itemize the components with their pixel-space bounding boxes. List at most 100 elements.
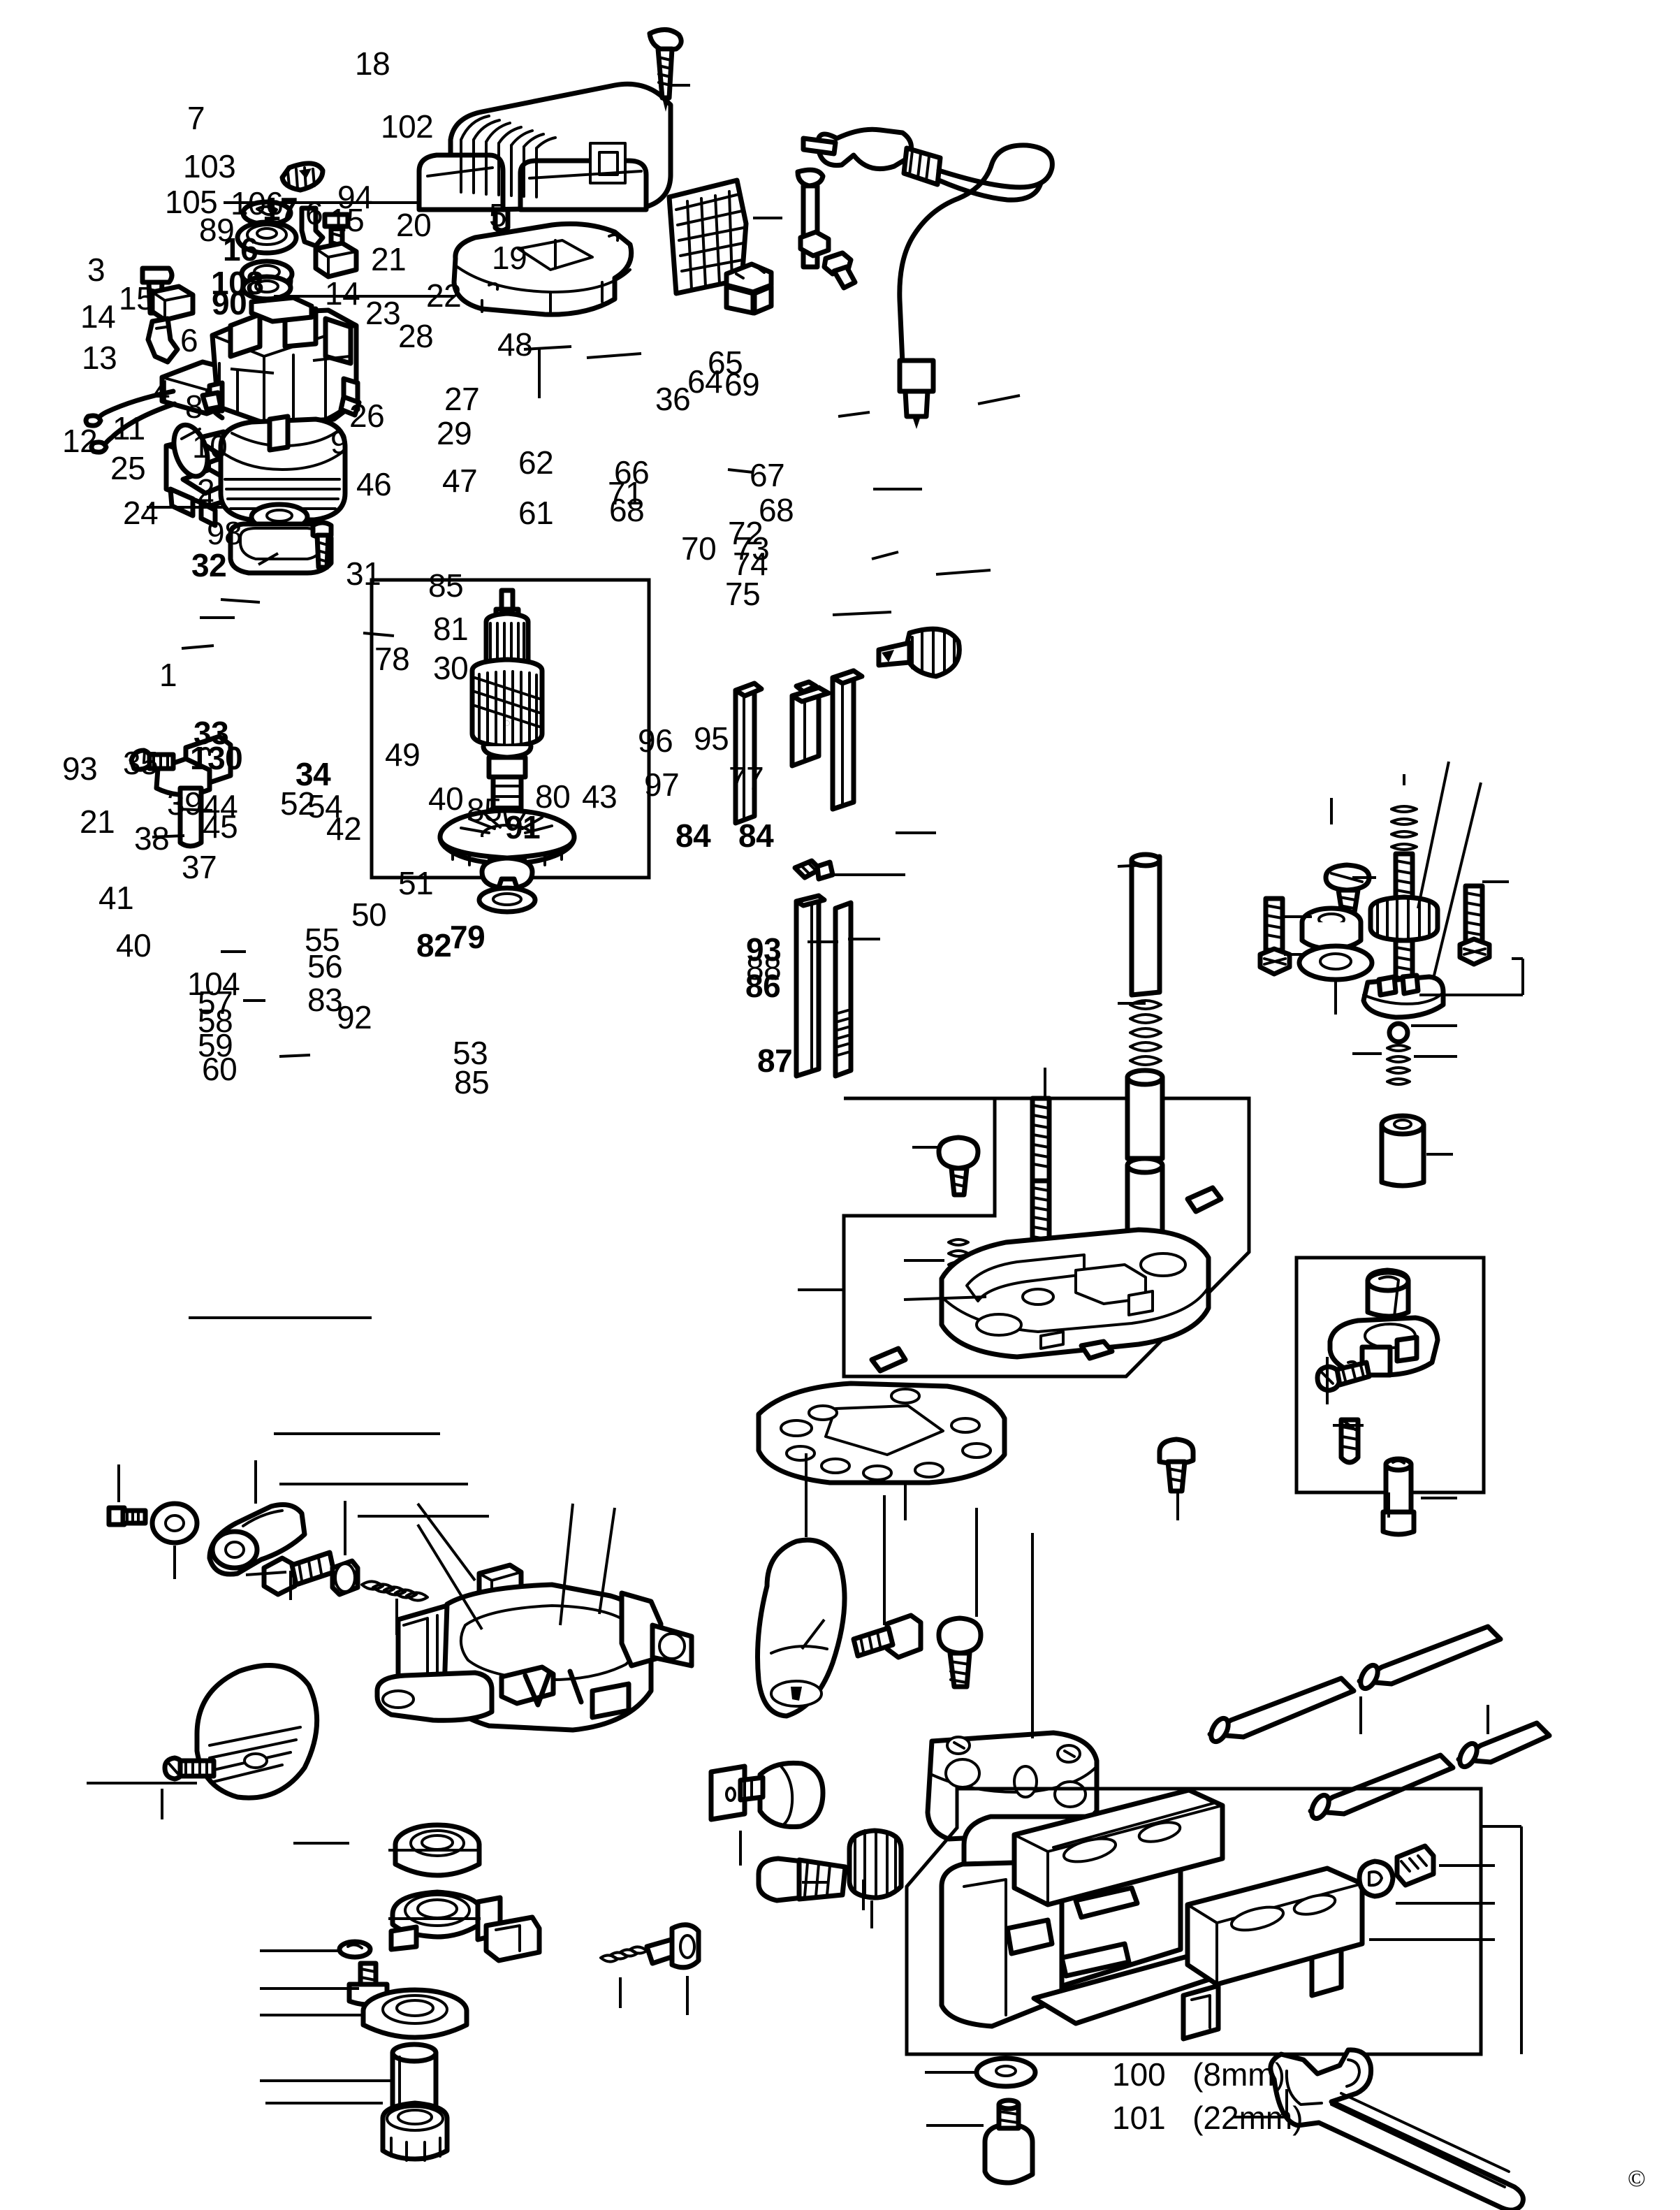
callout-label-95: 95 — [694, 720, 729, 757]
part-6a-clip — [299, 205, 326, 249]
part-21b-washer — [149, 1501, 200, 1546]
callout-label-89: 89 — [199, 212, 235, 248]
part-29-screw — [792, 858, 835, 882]
part-100-101-wrench — [1268, 2047, 1526, 2210]
wrench-size-note-22mm: 101 (22mm) — [1112, 2100, 1303, 2136]
callout-label-61: 61 — [518, 495, 554, 531]
callout-label-94: 94 — [337, 179, 373, 215]
callout-label-18: 18 — [355, 45, 390, 82]
callout-label-47: 47 — [442, 463, 478, 499]
callout-label-21: 21 — [371, 241, 407, 277]
callout-label-106: 106 — [231, 185, 284, 221]
part-84a-rod2 — [1357, 1624, 1503, 1692]
callout-label-58: 58 — [198, 1003, 233, 1039]
part-25-washer — [171, 422, 210, 479]
part-28-bushing — [789, 679, 831, 769]
callout-label-37: 37 — [182, 849, 217, 885]
part-64-spring — [1390, 805, 1418, 851]
callout-label-72: 72 — [728, 515, 764, 551]
part-33-fan — [437, 720, 577, 871]
part-26-guide-rod — [733, 681, 764, 826]
callout-label-8: 8 — [185, 388, 203, 425]
callout-label-52: 52 — [280, 785, 316, 822]
callout-label-50: 50 — [351, 896, 387, 933]
callout-label-68: 68 — [759, 492, 794, 528]
callout-label-28: 28 — [398, 318, 434, 354]
callout-label-51: 51 — [398, 865, 434, 901]
part-49-cover — [755, 1537, 847, 1719]
callout-label-96: 96 — [638, 722, 673, 759]
part-84a-rod — [1207, 1675, 1357, 1745]
part-88-clip — [1357, 1859, 1396, 1899]
part-72-cam — [1361, 973, 1446, 1020]
callout-label-17: 17 — [263, 191, 298, 227]
copyright-mark: © — [1628, 2166, 1646, 2192]
callout-label-91: 91 — [505, 809, 541, 845]
part-74-spring — [1386, 1044, 1411, 1086]
part-94-knob — [279, 161, 326, 193]
callout-label-15: 15 — [119, 280, 154, 317]
part-78-pin-a — [1185, 1185, 1224, 1214]
part-43-screw — [1157, 1437, 1196, 1494]
part-130-retaining-ring — [479, 855, 535, 890]
callout-label-2: 2 — [197, 472, 215, 509]
wrench-size-note-8mm: 100 (8mm) — [1112, 2056, 1285, 2093]
callout-label-54: 54 — [307, 788, 343, 824]
callout-label-71: 71 — [608, 475, 643, 511]
callout-label-62: 62 — [518, 444, 554, 481]
callout-label-44: 44 — [203, 788, 238, 824]
part-84b-rod — [1308, 1752, 1456, 1822]
callout-label-103: 103 — [183, 148, 236, 184]
part-78-column-a — [1125, 1068, 1165, 1161]
callout-label-67: 67 — [750, 457, 785, 493]
callout-label-32: 32 — [191, 547, 227, 583]
part-40b-screw — [162, 1755, 217, 1782]
callout-label-130: 130 — [190, 740, 243, 776]
part-67-nut — [1457, 936, 1492, 967]
part-86-fence-rail-b — [1185, 1866, 1365, 1987]
callout-label-84: 84 — [738, 817, 774, 854]
part-53-washer — [974, 2056, 1038, 2089]
callout-label-83: 83 — [307, 982, 343, 1018]
callout-label-33: 33 — [193, 715, 229, 751]
callout-label-59: 59 — [198, 1027, 233, 1063]
part-78-pin-b — [869, 1346, 908, 1374]
callout-label-74: 74 — [733, 546, 768, 582]
callout-label-35: 35 — [123, 745, 159, 781]
part-22-screw — [821, 250, 858, 291]
callout-label-65: 65 — [708, 344, 743, 381]
part-50-plate — [708, 1764, 747, 1822]
callout-label-14: 14 — [325, 275, 360, 312]
callout-label-1: 1 — [159, 657, 177, 693]
callout-label-43: 43 — [582, 778, 618, 815]
part-14a-terminal — [313, 240, 359, 279]
callout-label-23: 23 — [365, 295, 401, 331]
callout-label-36: 36 — [655, 381, 691, 417]
callout-label-85: 85 — [428, 567, 464, 604]
callout-label-98: 98 — [207, 515, 242, 551]
part-37-spring — [360, 1580, 429, 1602]
part-102-filter-screen — [666, 177, 749, 296]
callout-label-9: 9 — [330, 424, 349, 460]
part-92-lever-screw — [644, 1922, 701, 1970]
part-6b-clip — [145, 316, 180, 365]
part-85b-knob — [936, 1615, 984, 1689]
part-35-lever — [207, 1502, 307, 1577]
callout-label-81: 81 — [433, 611, 469, 647]
callout-label-40: 40 — [116, 927, 152, 964]
callout-label-31: 31 — [346, 555, 381, 592]
callout-label-97: 97 — [644, 766, 680, 803]
callout-label-5: 5 — [489, 197, 507, 233]
part-97-collet-holder — [1327, 1267, 1440, 1378]
part-51-knob — [738, 1760, 826, 1830]
callout-label-53: 53 — [453, 1035, 488, 1071]
part-93a-screw — [106, 1505, 148, 1527]
callout-label-49: 49 — [385, 736, 421, 773]
callout-label-16: 16 — [223, 231, 258, 268]
callout-label-42: 42 — [326, 810, 362, 847]
callout-label-29: 29 — [437, 415, 472, 451]
callout-label-105: 105 — [165, 184, 218, 220]
callout-label-90: 90 — [212, 285, 247, 321]
callout-label-41: 41 — [98, 880, 134, 916]
